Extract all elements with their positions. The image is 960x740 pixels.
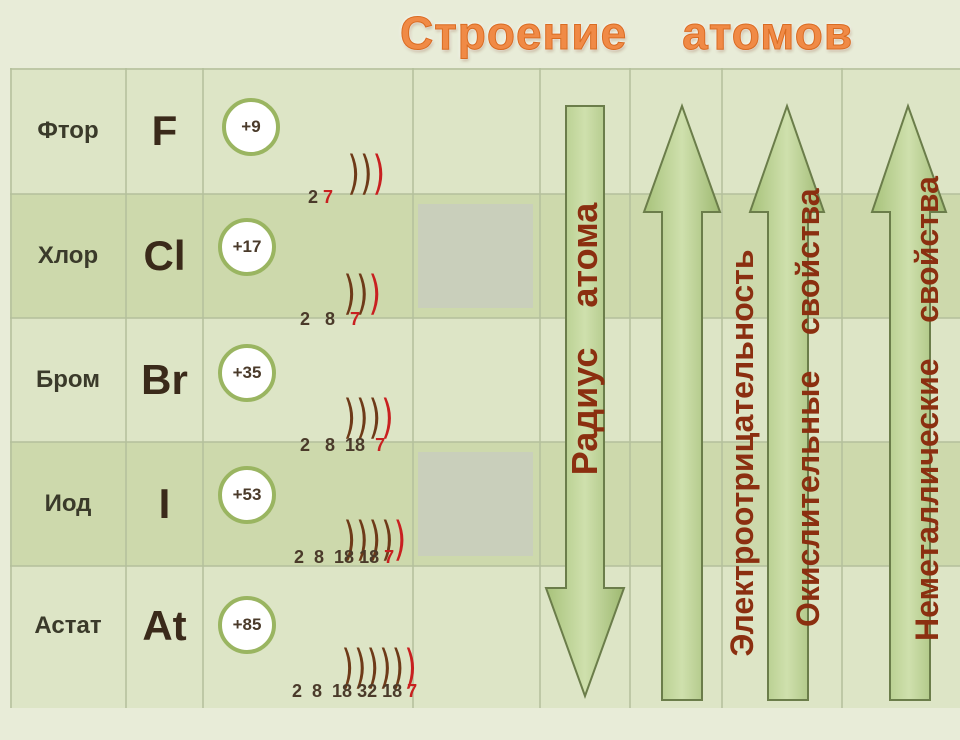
empty-cell-shade bbox=[418, 204, 533, 308]
inner-shells: ))) bbox=[343, 390, 382, 444]
electron-distribution: 2 7 bbox=[278, 166, 333, 229]
radius-label: Радиус атома bbox=[564, 202, 605, 476]
nucleus: +85 bbox=[218, 596, 276, 654]
electron-shells: ))) bbox=[286, 104, 385, 242]
outer-shell: ) bbox=[372, 146, 386, 200]
oxidizing-label: Окислительные свойства bbox=[790, 188, 826, 627]
electronegativity-up-arrow bbox=[642, 103, 722, 701]
outer-shell: ) bbox=[404, 640, 417, 694]
element-name: Хлор bbox=[37, 242, 99, 269]
inner-shells: )))) bbox=[343, 512, 394, 566]
element-name: Иод bbox=[44, 490, 92, 517]
electron-shells: )))) bbox=[282, 348, 394, 486]
element-symbol: Br bbox=[141, 356, 188, 403]
outer-shell: ) bbox=[381, 390, 394, 444]
electron-counts: 2 8 18 32 18 bbox=[292, 681, 408, 701]
element-name: Фтор bbox=[37, 117, 99, 144]
electron-distribution: 2 8 18 18 7 bbox=[264, 526, 394, 589]
outer-electrons: 7 bbox=[384, 547, 395, 567]
outer-electrons: 7 bbox=[350, 309, 361, 329]
electron-shells: ))))) bbox=[282, 470, 406, 608]
nucleus: +9 bbox=[222, 98, 280, 156]
oxidizing-up-arrow bbox=[748, 102, 826, 701]
electron-distribution: 2 8 7 bbox=[270, 288, 360, 351]
outer-shell: ) bbox=[393, 512, 407, 566]
electron-counts: 2 bbox=[308, 187, 324, 207]
electron-distribution: 2 8 18 7 bbox=[270, 414, 385, 477]
outer-electrons: 7 bbox=[407, 681, 418, 701]
element-symbol: I bbox=[158, 480, 171, 527]
element-symbol: At bbox=[142, 602, 187, 649]
inner-shells: )) bbox=[347, 146, 373, 200]
outer-shell: ) bbox=[368, 266, 382, 320]
element-name: Бром bbox=[35, 366, 100, 393]
inner-shells: ))))) bbox=[341, 640, 405, 694]
electron-shells: ))) bbox=[282, 224, 381, 362]
electron-shells: )))))) bbox=[280, 598, 417, 736]
nonmetallic-up-arrow bbox=[870, 102, 948, 701]
electron-distribution: 2 8 18 32 18 7 bbox=[262, 660, 417, 723]
electronegativity-label: Электроотрицательность bbox=[724, 249, 760, 657]
element-symbol: F bbox=[151, 107, 178, 154]
nucleus: +35 bbox=[218, 344, 276, 402]
nonmetallic-label: Неметаллические свойства bbox=[909, 176, 945, 641]
radius-down-arrow bbox=[544, 105, 626, 699]
outer-electrons: 7 bbox=[323, 187, 334, 207]
inner-shells: )) bbox=[343, 266, 369, 320]
nucleus: +53 bbox=[218, 466, 276, 524]
element-name: Астат bbox=[34, 612, 102, 639]
electron-counts: 2 8 bbox=[300, 309, 351, 329]
trend-arrows bbox=[544, 102, 948, 701]
electron-counts: 2 8 18 bbox=[300, 435, 376, 455]
empty-cell-shade bbox=[418, 452, 533, 556]
element-symbol: Cl bbox=[143, 232, 186, 279]
nucleus: +17 bbox=[218, 218, 276, 276]
outer-electrons: 7 bbox=[375, 435, 386, 455]
electron-counts: 2 8 18 18 bbox=[294, 547, 385, 567]
slide-title: Строение атомов bbox=[400, 7, 854, 60]
